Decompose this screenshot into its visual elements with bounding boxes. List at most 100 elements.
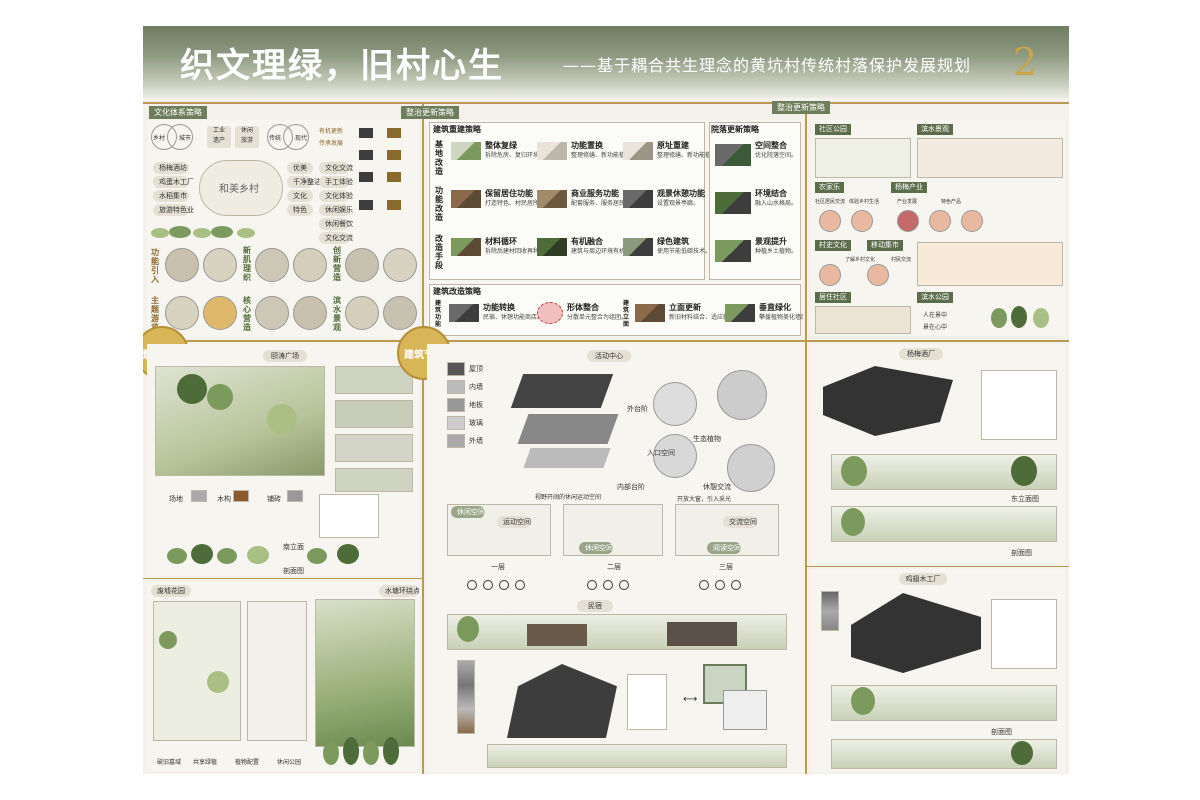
activity-icon bbox=[483, 580, 493, 590]
reno-illus bbox=[537, 302, 563, 324]
arrow-icon: ⟷ bbox=[683, 694, 698, 705]
note-0: 社区居民交流 bbox=[815, 199, 846, 205]
strategy-name-7: 有机融合 bbox=[571, 237, 603, 246]
house-icon bbox=[387, 150, 401, 160]
right-item-0: 优美 bbox=[287, 162, 313, 174]
garden-label-3: 休闲公园 bbox=[277, 759, 302, 766]
garden-plan bbox=[153, 601, 241, 741]
row-head-1: 功能改造 bbox=[435, 186, 443, 222]
market-network bbox=[917, 242, 1063, 286]
square-label-1: 木构 bbox=[217, 495, 231, 503]
strategy-illus bbox=[451, 190, 481, 208]
right-item-2: 文化 bbox=[287, 190, 313, 202]
winery-sec-label-2: 剖面图 bbox=[1011, 549, 1032, 557]
note-3: 特色产品 bbox=[941, 199, 962, 205]
part-label-4: 外墙 bbox=[469, 437, 483, 445]
material-swatch bbox=[447, 380, 465, 394]
minsu-title: 民宿 bbox=[577, 600, 613, 612]
cat-community-park: 社区公园 bbox=[815, 124, 851, 135]
part-label-3: 玻璃 bbox=[469, 419, 483, 427]
right2-item-2: 文化体验 bbox=[319, 190, 353, 202]
center-oval bbox=[199, 160, 283, 216]
poster-subtitle: ——基于耦合共生理念的黄坑村传统村落保护发展规划 bbox=[563, 56, 972, 75]
strategy-name-2: 原址重建 bbox=[657, 141, 689, 150]
note-4: 了解乡村文化 bbox=[845, 257, 876, 263]
reno-illus bbox=[449, 304, 479, 322]
tree-icon bbox=[363, 741, 379, 765]
minsu-section bbox=[487, 744, 787, 768]
house-icon bbox=[387, 200, 401, 210]
node-modern: 现代 bbox=[295, 135, 308, 142]
garden-title: 废墟花园 bbox=[151, 585, 191, 597]
strategy-illus bbox=[623, 142, 653, 160]
strategy-desc-3: 打造特色、村民居所。 bbox=[485, 200, 546, 207]
winery-panel: 杨梅酒厂 东立面图 剖面图 bbox=[811, 344, 1065, 564]
note-2: 产业发展 bbox=[897, 199, 918, 205]
tree-icon bbox=[177, 374, 207, 404]
winery-title: 杨梅酒厂 bbox=[899, 348, 943, 360]
thumb-circle bbox=[165, 248, 199, 282]
tree-icon bbox=[217, 548, 237, 564]
left-item-3: 旅游特色业 bbox=[153, 204, 194, 216]
thumb-circle bbox=[345, 248, 379, 282]
courtyard-illus bbox=[715, 240, 751, 262]
berry-icon bbox=[897, 210, 919, 232]
node-village: 乡村 bbox=[153, 135, 166, 142]
material-swatch bbox=[287, 490, 303, 502]
tree-icon bbox=[343, 737, 359, 765]
minsu-diagram bbox=[723, 690, 767, 730]
rebuild-title: 建筑重建策略 bbox=[433, 125, 481, 134]
thumb-circle bbox=[383, 248, 417, 282]
node-city: 城市 bbox=[179, 135, 192, 142]
courtyard-name-0: 空间整合 bbox=[755, 141, 787, 150]
minsu-plan bbox=[627, 674, 667, 730]
act-label-4: 休憩交流 bbox=[703, 483, 731, 491]
house-icon bbox=[387, 128, 401, 138]
tree-icon bbox=[841, 456, 867, 486]
fp3-space-1: 阅读空间 bbox=[707, 542, 741, 554]
cat-riverside-park: 滨水公园 bbox=[917, 292, 953, 303]
act-label-2: 入口空间 bbox=[647, 449, 675, 457]
courtyard-title: 院落更新策略 bbox=[711, 125, 759, 134]
house-icon bbox=[359, 150, 373, 160]
right-item-3: 特色 bbox=[287, 204, 313, 216]
left-item-1: 鸡蛋木工厂 bbox=[153, 176, 194, 188]
strategy-desc-5: 设置观景亭廊。 bbox=[657, 200, 700, 207]
tree-icon bbox=[383, 737, 399, 765]
floor-name-2: 三层 bbox=[719, 563, 733, 571]
row-label-4: 创新营造 bbox=[333, 246, 341, 282]
activity-icon bbox=[731, 580, 741, 590]
winery-axon bbox=[823, 366, 953, 436]
reno-name-2: 立面更新 bbox=[669, 303, 701, 312]
note-5: 村民交流 bbox=[891, 257, 912, 263]
courtyard-illus bbox=[715, 192, 751, 214]
tree-icon bbox=[193, 228, 211, 238]
woodshop-plan bbox=[991, 599, 1057, 669]
courtyard-illus bbox=[715, 144, 751, 166]
strategy-illus bbox=[537, 238, 567, 256]
minsu-building bbox=[527, 624, 587, 646]
reno-desc-3: 攀援植物美化墙面。 bbox=[759, 314, 803, 321]
tree-icon bbox=[169, 226, 191, 238]
strategy-name-6: 材料循环 bbox=[485, 237, 517, 246]
page-number: 2 bbox=[1013, 40, 1038, 84]
thumb-circle bbox=[165, 296, 199, 330]
node-tourism: 休闲旅游 bbox=[235, 126, 259, 148]
render-thumb bbox=[335, 434, 413, 462]
tree-icon bbox=[151, 228, 169, 238]
courtyard-name-2: 景观提升 bbox=[755, 237, 787, 246]
waterfront-title: 水塘环绕点 bbox=[379, 585, 419, 597]
act-label-0: 外台阶 bbox=[627, 405, 648, 413]
tree-icon bbox=[1011, 306, 1027, 328]
house-icon bbox=[359, 128, 373, 138]
cat-farmhouse: 农家乐 bbox=[815, 182, 844, 193]
left-item-2: 水稻集市 bbox=[153, 190, 189, 202]
reno-illus bbox=[635, 304, 665, 322]
cat-history: 村史文化 bbox=[815, 240, 851, 251]
render-thumb bbox=[335, 366, 413, 394]
tree-icon bbox=[841, 508, 865, 536]
tree-icon bbox=[851, 687, 875, 715]
render-thumb bbox=[335, 400, 413, 428]
woodshop-panel: 鸡翅木工厂 剖面图 bbox=[811, 569, 1065, 772]
fp3-space-0: 交流空间 bbox=[723, 516, 757, 528]
